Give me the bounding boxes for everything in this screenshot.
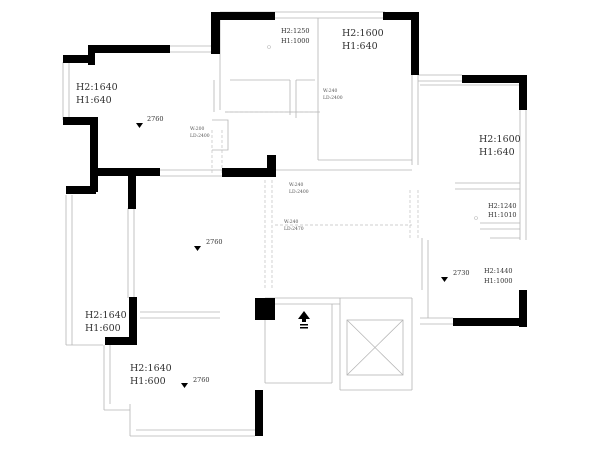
dimension-h1: H1:1000	[281, 37, 310, 45]
elevation-markers: 2760 2760 2730 2760	[136, 115, 470, 388]
dimension-h1: H1:640	[342, 41, 378, 52]
elevation-value: 2760	[147, 115, 164, 123]
elevation-value: 2730	[453, 269, 470, 277]
dimension-h1: H1:640	[76, 95, 112, 106]
floor-drain-icon	[474, 216, 478, 220]
dimension-labels: H2:1250 H1:1000 H2:1600 H1:640 H2:1640 H…	[76, 27, 521, 387]
door-height: LD:2400	[323, 95, 343, 101]
dimension-h2: H2:1240	[488, 202, 517, 210]
elevation-marker-icon	[441, 277, 448, 282]
dimension-h1: H1:600	[85, 323, 121, 334]
dimension-h2: H2:1640	[85, 310, 127, 321]
dashed-lines	[211, 111, 419, 290]
solid-walls	[63, 12, 527, 436]
dimension-h2: H2:1250	[281, 27, 310, 35]
door-height: LD:2470	[284, 226, 304, 232]
elevator-shaft-icon	[346, 319, 404, 376]
door-width: W:240	[289, 182, 303, 188]
dimension-h2: H2:1640	[130, 363, 172, 374]
elevation-marker-icon	[194, 246, 201, 251]
door-height: LD:2400	[289, 189, 309, 195]
dimension-h2: H2:1600	[479, 134, 521, 145]
dimension-h1: H1:600	[130, 376, 166, 387]
door-width: W:240	[284, 219, 298, 225]
dimension-h1: H1:1000	[484, 277, 513, 285]
door-width: W:200	[190, 126, 204, 132]
fixtures	[267, 45, 478, 220]
dimension-h2: H2:1640	[76, 82, 118, 93]
elevation-marker-icon	[181, 383, 188, 388]
door-height: LD:2400	[190, 133, 210, 139]
elevation-value: 2760	[206, 238, 223, 246]
dimension-h2: H2:1600	[342, 28, 384, 39]
door-tags: W:240 LD:2400 W:200 LD:2400 W:240 LD:240…	[190, 88, 343, 232]
entry-arrow-icon	[298, 311, 310, 329]
floor-drain-icon	[267, 45, 271, 49]
dimension-h1: H1:1010	[488, 211, 517, 219]
dimension-h2: H2:1440	[484, 267, 513, 275]
door-width: W:240	[323, 88, 337, 94]
elevation-value: 2760	[193, 376, 210, 384]
elevation-marker-icon	[136, 123, 143, 128]
dimension-h1: H1:640	[479, 147, 515, 158]
